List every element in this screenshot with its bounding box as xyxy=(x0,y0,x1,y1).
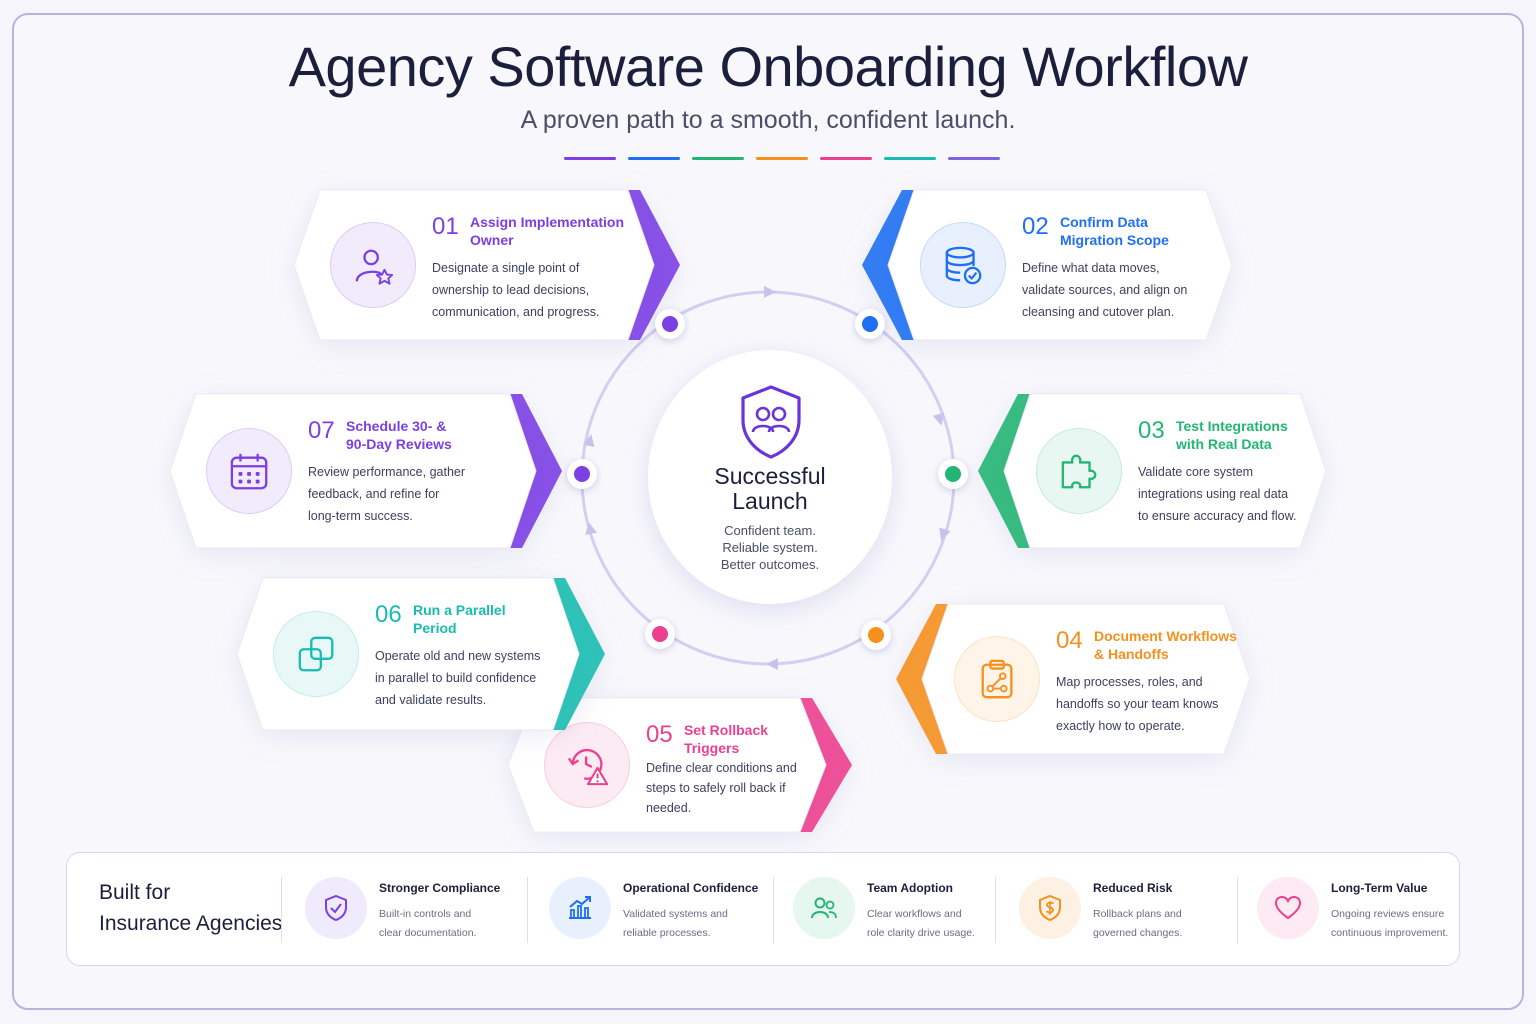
ring-step-dot xyxy=(938,459,968,489)
step-number: 06 xyxy=(375,601,402,628)
dollar-shield-icon xyxy=(1019,877,1081,939)
shield-team-icon xyxy=(741,385,801,459)
divider xyxy=(1237,877,1238,943)
divider xyxy=(281,877,282,943)
center-description: Confident team. Reliable system. Better … xyxy=(720,523,820,572)
divider xyxy=(773,877,774,943)
heart-icon xyxy=(1257,877,1319,939)
step-description: Define what data moves,validate sources,… xyxy=(1022,261,1188,319)
user-star-icon xyxy=(330,222,416,308)
step-number: 03 xyxy=(1138,417,1165,444)
step-number: 04 xyxy=(1056,627,1083,654)
color-dash xyxy=(884,157,936,160)
ring-step-dot xyxy=(855,309,885,339)
database-check-icon xyxy=(920,222,1006,308)
step-number: 07 xyxy=(308,417,335,444)
shield-check-icon xyxy=(305,877,367,939)
benefits-heading: Built for Insurance Agencies xyxy=(99,881,283,935)
rollback-warning-icon xyxy=(544,722,630,808)
ring-step-dot xyxy=(645,619,675,649)
divider xyxy=(995,877,996,943)
puzzle-icon xyxy=(1036,428,1122,514)
clipboard-flow-icon xyxy=(954,636,1040,722)
page-subtitle: A proven path to a smooth, confident lau… xyxy=(520,106,1016,134)
page-title: Agency Software Onboarding Workflow xyxy=(288,35,1248,98)
divider xyxy=(527,877,528,943)
color-dash xyxy=(756,157,808,160)
overlap-squares-icon xyxy=(273,611,359,697)
center-title: Successful Launch xyxy=(714,463,826,514)
step-number: 01 xyxy=(432,213,459,240)
step-title: Schedule 30- &90-Day Reviews xyxy=(346,418,452,452)
team-icon xyxy=(793,877,855,939)
color-dash xyxy=(564,157,616,160)
calendar-icon xyxy=(206,428,292,514)
center-successful-launch: Successful Launch Confident team. Reliab… xyxy=(648,350,892,604)
step-number: 02 xyxy=(1022,213,1049,240)
benefits-bar: Built for Insurance Agencies Stronger Co… xyxy=(66,852,1460,966)
color-dash xyxy=(628,157,680,160)
ring-step-dot xyxy=(567,459,597,489)
step-number: 05 xyxy=(646,721,673,748)
color-dash-divider xyxy=(564,157,1000,161)
color-dash xyxy=(948,157,1000,160)
step-title: Document Workflows& Handoffs xyxy=(1094,628,1237,662)
ring-step-dot xyxy=(655,309,685,339)
color-dash xyxy=(692,157,744,160)
chart-up-icon xyxy=(549,877,611,939)
ring-step-dot xyxy=(861,620,891,650)
color-dash xyxy=(820,157,872,160)
